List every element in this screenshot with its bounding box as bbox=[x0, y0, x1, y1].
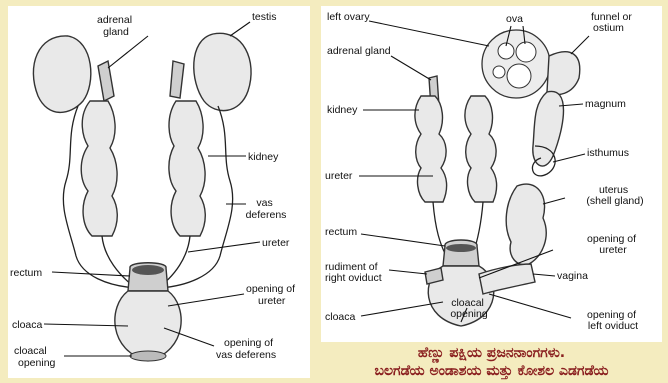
label-kidney: kidney bbox=[327, 104, 358, 116]
label-vagina: vagina bbox=[557, 270, 588, 282]
uterus bbox=[506, 184, 546, 265]
male-diagram-panel: adrenal gland testis kidney vas deferens… bbox=[8, 6, 310, 378]
right-testis bbox=[194, 33, 251, 110]
label-ureter: ureter bbox=[325, 170, 353, 182]
label-uterus: uterus (shell gland) bbox=[586, 184, 643, 207]
label-cloaca: cloaca bbox=[12, 319, 43, 331]
right-kidney bbox=[465, 96, 497, 202]
label-rectum: rectum bbox=[325, 226, 357, 238]
rectum-lumen bbox=[132, 265, 164, 275]
left-kidney bbox=[81, 101, 117, 236]
caption-line-1: ಹೆಣ್ಣು ಪಕ್ಷಿಯ ಪ್ರಜನನಾಂಗಗಳು. bbox=[321, 344, 662, 362]
ovum-2 bbox=[516, 42, 536, 62]
label-testis: testis bbox=[252, 11, 277, 23]
label-funnel-or-ostium: funnel or ostium bbox=[591, 11, 635, 34]
rectum bbox=[443, 240, 479, 266]
label-ureter: ureter bbox=[262, 237, 290, 249]
label-rudiment: rudiment of right oviduct bbox=[325, 261, 382, 284]
left-kidney bbox=[415, 96, 447, 202]
label-opening-of-left-oviduct: opening of left oviduct bbox=[587, 309, 639, 332]
female-reproductive-diagram: left ovary ova funnel or ostium adrenal … bbox=[321, 6, 662, 342]
label-vas-deferens: vas deferens bbox=[246, 197, 287, 221]
right-kidney bbox=[169, 101, 205, 236]
label-isthumus: isthumus bbox=[587, 147, 629, 159]
male-reproductive-diagram: adrenal gland testis kidney vas deferens… bbox=[8, 6, 310, 378]
funnel-ostium bbox=[547, 52, 580, 95]
vagina bbox=[479, 264, 535, 294]
label-kidney: kidney bbox=[248, 151, 279, 163]
figure-caption: ಹೆಣ್ಣು ಪಕ್ಷಿಯ ಪ್ರಜನನಾಂಗಗಳು. ಬಲಗಡೆಯ ಅಂಡಾಶ… bbox=[321, 344, 662, 383]
label-adrenal-gland: adrenal gland bbox=[97, 14, 135, 38]
caption-line-2: ಬಲಗಡೆಯ ಅಂಡಾಶಯ ಮತ್ತು ಕೋಶಲ ಎಡಗಡೆಯ bbox=[321, 362, 662, 380]
label-cloacal-opening: cloacal opening bbox=[450, 297, 488, 320]
label-opening-of-ureter: opening of ureter bbox=[587, 233, 639, 256]
label-left-ovary: left ovary bbox=[327, 11, 370, 23]
magnum bbox=[533, 91, 564, 166]
cloacal-opening-shape bbox=[130, 351, 166, 361]
label-adrenal-gland: adrenal gland bbox=[327, 45, 391, 57]
left-adrenal-gland bbox=[98, 61, 114, 101]
label-rectum: rectum bbox=[10, 267, 42, 279]
ovum-4 bbox=[493, 66, 505, 78]
left-testis bbox=[33, 36, 90, 112]
rectum-lumen bbox=[446, 244, 476, 252]
ovum-3 bbox=[507, 64, 531, 88]
label-cloacal-opening: cloacal opening bbox=[14, 345, 56, 369]
label-opening-of-ureter: opening of ureter bbox=[246, 283, 298, 307]
female-diagram-panel: left ovary ova funnel or ostium adrenal … bbox=[321, 6, 662, 342]
label-opening-of-vas-deferens: opening of vas deferens bbox=[216, 337, 276, 361]
right-adrenal-gland bbox=[170, 61, 184, 98]
label-ova: ova bbox=[506, 13, 523, 25]
label-cloaca: cloaca bbox=[325, 311, 356, 323]
label-magnum: magnum bbox=[585, 98, 626, 110]
